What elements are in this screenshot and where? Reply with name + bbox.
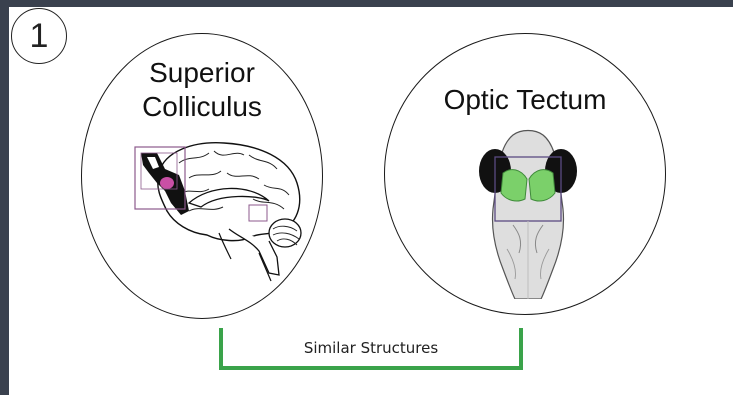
figure-panel: 1 Superior Colliculus Optic Tectum (9, 7, 733, 395)
similar-structures-label: Similar Structures (223, 339, 519, 357)
superior-colliculus-title-line2: Colliculus (81, 90, 323, 124)
superior-colliculus-title-line1: Superior (81, 56, 323, 90)
optic-tectum-title: Optic Tectum (384, 83, 666, 117)
zebrafish-larva-dorsal-icon (473, 129, 583, 299)
step-number-badge: 1 (11, 8, 67, 64)
superior-colliculus-title: Superior Colliculus (81, 56, 323, 124)
human-brain-sagittal-icon (119, 133, 309, 283)
